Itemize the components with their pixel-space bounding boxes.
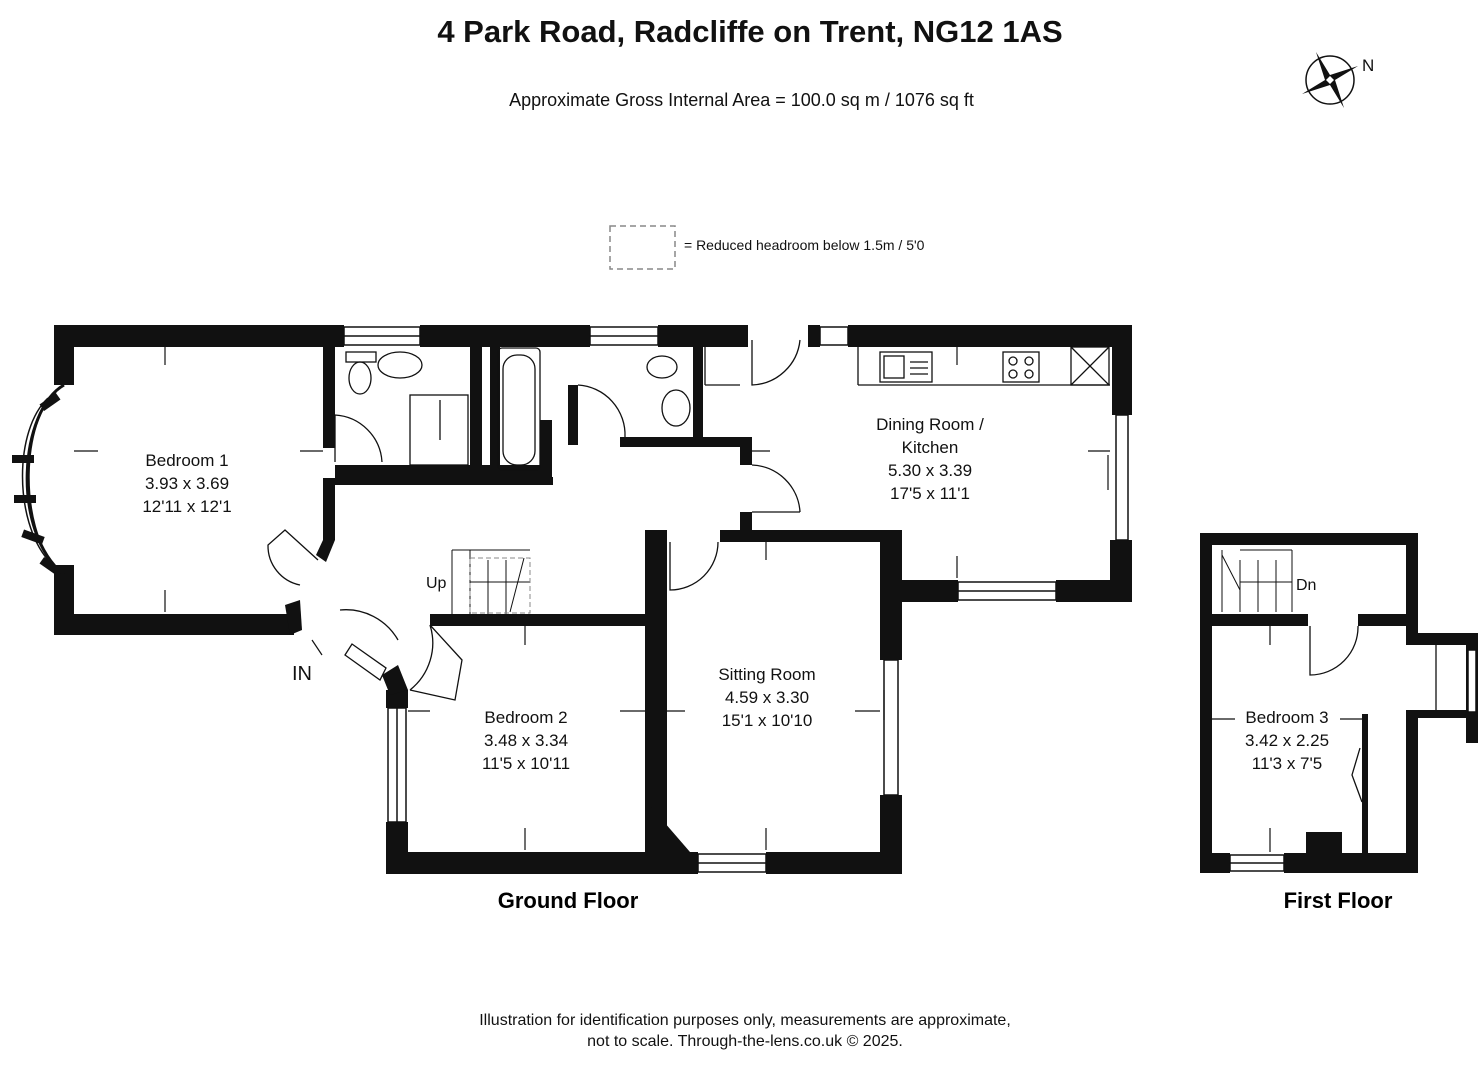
room-imperial: 15'1 x 10'10 bbox=[722, 711, 813, 730]
room-name: Bedroom 3 bbox=[1245, 708, 1328, 727]
room-metric: 4.59 x 3.30 bbox=[725, 688, 809, 707]
room-sitting-room: Sitting Room 4.59 x 3.30 15'1 x 10'10 bbox=[718, 665, 815, 730]
stairs-down-label: Dn bbox=[1296, 577, 1316, 594]
room-name: Dining Room / bbox=[876, 415, 984, 434]
room-imperial: 12'11 x 12'1 bbox=[142, 497, 231, 516]
gross-area: Approximate Gross Internal Area = 100.0 … bbox=[509, 90, 974, 110]
room-dining-kitchen: Dining Room / Kitchen 5.30 x 3.39 17'5 x… bbox=[876, 415, 984, 503]
bay-window-mullions bbox=[12, 392, 61, 576]
windows bbox=[343, 326, 1129, 873]
legend-text: = Reduced headroom below 1.5m / 5'0 bbox=[684, 237, 925, 253]
room-imperial: 17'5 x 11'1 bbox=[890, 484, 970, 503]
room-metric: 5.30 x 3.39 bbox=[888, 461, 972, 480]
entrance-label: IN bbox=[292, 663, 312, 685]
room-metric: 3.42 x 2.25 bbox=[1245, 731, 1329, 750]
first-floor-windows bbox=[1229, 649, 1477, 872]
first-floor-label: First Floor bbox=[1284, 888, 1393, 913]
first-floor-dimension-arrows bbox=[1212, 626, 1362, 852]
room-imperial: 11'5 x 10'11 bbox=[482, 754, 570, 773]
room-metric: 3.48 x 3.34 bbox=[484, 731, 568, 750]
room-bedroom-3: Bedroom 3 3.42 x 2.25 11'3 x 7'5 bbox=[1245, 708, 1329, 773]
room-bedroom-1: Bedroom 1 3.93 x 3.69 12'11 x 12'1 bbox=[142, 451, 231, 516]
bay-window bbox=[21, 383, 65, 577]
dimension-arrows bbox=[74, 347, 1110, 850]
page-title: 4 Park Road, Radcliffe on Trent, NG12 1A… bbox=[437, 14, 1063, 49]
legend-swatch bbox=[609, 225, 676, 270]
disclaimer-line-2: not to scale. Through-the-lens.co.uk © 2… bbox=[587, 1033, 903, 1050]
disclaimer-line-1: Illustration for identification purposes… bbox=[479, 1012, 1011, 1029]
kitchen-fixtures bbox=[857, 346, 1110, 386]
room-name: Bedroom 2 bbox=[484, 708, 567, 727]
stairs-up bbox=[451, 549, 531, 614]
bathroom-fixtures bbox=[345, 347, 691, 471]
room-name: Bedroom 1 bbox=[145, 451, 228, 470]
room-bedroom-2: Bedroom 2 3.48 x 3.34 11'5 x 10'11 bbox=[482, 708, 570, 773]
room-name: Sitting Room bbox=[718, 665, 815, 684]
stairs-up-label: Up bbox=[426, 575, 447, 592]
room-imperial: 11'3 x 7'5 bbox=[1252, 754, 1322, 773]
ground-floor-walls bbox=[54, 325, 1132, 874]
ground-floor-label: Ground Floor bbox=[498, 888, 639, 913]
doors bbox=[267, 339, 801, 701]
disclaimer: Illustration for identification purposes… bbox=[0, 1010, 1483, 1052]
room-metric: 3.93 x 3.69 bbox=[145, 474, 229, 493]
compass-star-icon bbox=[1302, 52, 1358, 108]
first-floor-walls bbox=[1200, 533, 1478, 873]
first-floor-doors bbox=[1309, 625, 1437, 803]
room-name-line2: Kitchen bbox=[902, 438, 959, 457]
compass-label: N bbox=[1362, 56, 1374, 75]
stairs-down bbox=[1221, 549, 1293, 612]
